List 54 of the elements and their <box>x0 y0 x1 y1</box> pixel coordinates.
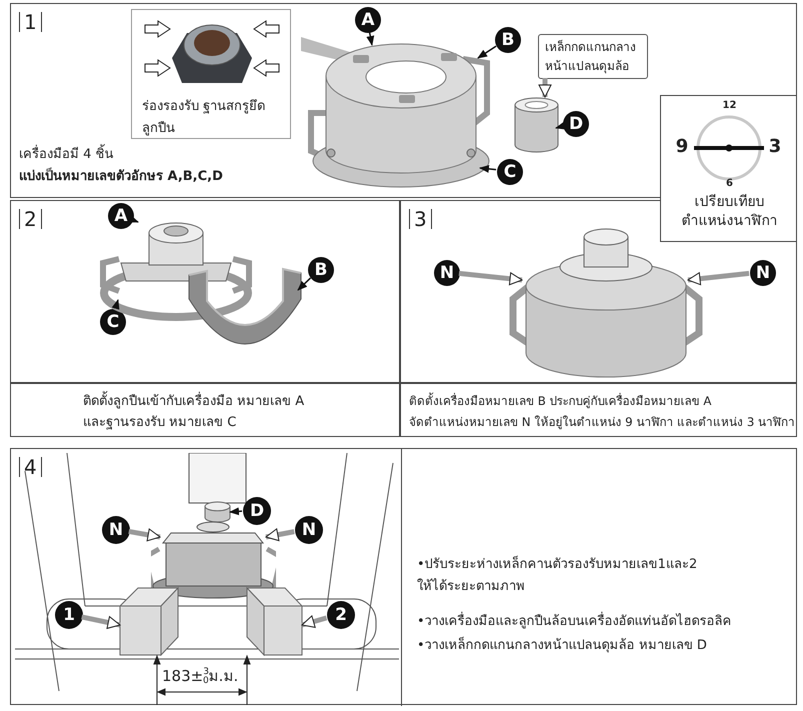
callout-marker: B <box>308 257 334 283</box>
leader-arrow <box>112 299 120 310</box>
panel-number: 4 <box>19 457 42 477</box>
callout-marker: N <box>102 516 130 544</box>
panel-frame <box>10 448 797 705</box>
leader-arrow <box>538 78 552 98</box>
leader-arrow <box>229 507 242 516</box>
callout-marker: C <box>100 309 126 335</box>
instruction-cell: ติดตั้งเครื่องมือหมายเลข B ประกบคู่กับเครื่องมือหมายเลข A จัดตำแหน่งหมายเลข N ให้อยู่ในตำแหน่ง 9 นาฬิกา และตำแหน่ง 3 นาฬิกา <box>400 383 797 437</box>
clock-diagram-card <box>660 95 797 242</box>
leader-arrow <box>297 277 312 291</box>
photo-inset-card <box>131 9 291 139</box>
callout-marker: B <box>495 27 521 53</box>
pusher-rod-drawing <box>204 501 231 523</box>
callout-marker: 1 <box>55 601 83 629</box>
leader-arrow <box>301 615 328 628</box>
panel-number: 3 <box>409 209 432 229</box>
panel-frame <box>10 3 660 198</box>
callout-marker: N <box>750 260 776 286</box>
leader-arrow <box>479 164 496 173</box>
pusher-cylinder-drawing <box>514 97 559 153</box>
panel-number: 1 <box>19 12 42 32</box>
note-text: แบ่งเป็นหมายเลขตัวอักษร A,B,C,D <box>19 167 224 186</box>
callout-label-box: เหล็กกดแกนกลาง หน้าแปลนดุมล้อ <box>538 34 648 79</box>
instruction-text: •วางเครื่องมือและลูกปืนล้อบนเครื่องอัดแท่นอัดไฮดรอลิค <box>417 611 797 634</box>
instruction-text: •ปรับระยะห่างเหล็กคานตัวรองรับหมายเลข1และ2 ให้ได้ระยะตามภาพ <box>417 554 698 596</box>
support-block-drawing <box>119 586 179 656</box>
photo-caption: ร่องรองรับ ฐานสกรูยึดลูกปืน <box>142 98 266 138</box>
leader-arrow <box>458 270 522 286</box>
clock-number: 12 <box>722 100 738 111</box>
callout-marker: N <box>434 260 460 286</box>
clock-number: 6 <box>725 178 734 189</box>
callout-marker: A <box>355 7 381 33</box>
support-block-drawing <box>246 586 303 656</box>
callout-marker: C <box>497 159 523 185</box>
callout-marker: A <box>108 203 134 229</box>
leader-arrow <box>81 614 121 629</box>
leader-arrow <box>555 122 566 130</box>
callout-marker: D <box>563 111 589 137</box>
clock-number: 3 <box>768 136 782 157</box>
leader-arrow <box>688 270 750 286</box>
panel-number: 2 <box>19 209 42 229</box>
callout-marker: N <box>295 516 323 544</box>
note-text: เครื่องมือมี 4 ชิ้น <box>19 144 339 166</box>
leader-arrow <box>477 46 497 59</box>
instruction-cell: ติดตั้งลูกปืนเข้ากับเครื่องมือ หมายเลข A และฐานรองรับ หมายเลข C <box>10 383 400 437</box>
clock-number: 9 <box>674 136 690 157</box>
panel-frame <box>10 200 400 383</box>
instruction-text: •วางเหล็กกดแกนกลางหน้าแปลนดุมล้อ หมายเลข D <box>417 636 708 655</box>
callout-marker: D <box>243 497 271 525</box>
leader-arrow <box>128 528 160 542</box>
leader-arrow <box>366 32 374 46</box>
callout-marker: 2 <box>327 601 355 629</box>
clock-caption: เปรียบเทียบ ตำแหน่งนาฬิกา <box>680 193 778 231</box>
